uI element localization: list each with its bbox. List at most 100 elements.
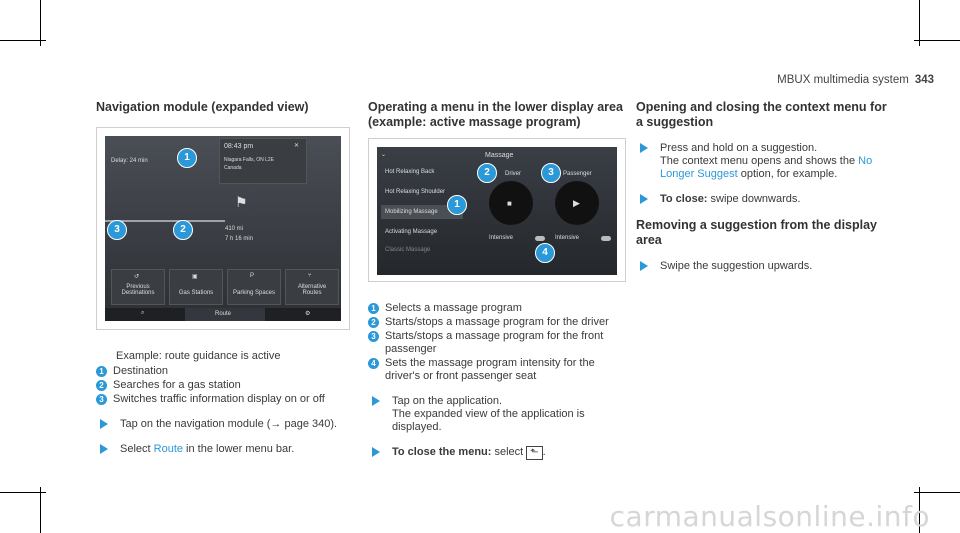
callout-1: 1 [177, 148, 197, 168]
back-icon[interactable]: ⬑ [526, 446, 543, 460]
instruction-step: To close: swipe downwards. [636, 193, 896, 206]
section-heading: Removing a suggestion from the display a… [636, 218, 878, 247]
crop-mark [0, 492, 46, 493]
section-heading: Operating a menu in the lower display ar… [368, 100, 623, 129]
program-item[interactable]: Classic Massage [385, 247, 431, 253]
bottom-menu-bar: ⌕ Route ⚙ [105, 308, 341, 321]
alternative-routes-button[interactable]: ⑂ Alternative Routes [285, 269, 339, 305]
legend-number: 3 [368, 331, 379, 342]
legend-number: 4 [368, 358, 379, 369]
settings-icon[interactable]: ⚙ [305, 311, 311, 317]
program-item[interactable]: Hot Relaxing Shoulder [385, 189, 446, 195]
massage-title: Massage [485, 152, 514, 159]
step-arrow-icon [640, 143, 648, 153]
section-heading: Navigation module (expanded view) [96, 100, 309, 114]
destination-line1: Niagara Falls, ON L2E [224, 157, 275, 163]
step-arrow-icon [100, 444, 108, 454]
fuel-icon: ▣ [192, 274, 198, 280]
step-text: in the lower menu bar. [183, 443, 295, 455]
step-text: swipe downwards. [707, 193, 801, 205]
driver-label: Driver [505, 171, 521, 177]
massage-screen: Massage ⌄ Hot Relaxing Back Hot Relaxing… [377, 147, 617, 275]
legend-item: 3 Switches traffic information display on… [96, 393, 351, 406]
flag-icon: ⚑ [235, 194, 248, 210]
step-text: Press and hold on a suggestion. [660, 142, 818, 154]
previous-destinations-button[interactable]: ↺ Previous Destinations [111, 269, 165, 305]
program-item-selected[interactable] [381, 205, 463, 219]
route-tab[interactable] [185, 308, 265, 321]
route-icon: ⑂ [308, 273, 312, 279]
route-line [105, 220, 225, 222]
legend-item: 4 Sets the massage program intensity for … [368, 357, 630, 383]
manual-title: MBUX multimedia system [777, 74, 909, 86]
legend-number: 1 [368, 303, 379, 314]
figure-caption: Example: route guidance is active [116, 350, 281, 362]
step-text: Swipe the suggestion upwards. [660, 260, 813, 272]
instruction-step: Select Route in the lower menu bar. [96, 443, 351, 456]
close-icon[interactable]: ✕ [294, 143, 300, 149]
crop-mark [919, 0, 920, 46]
crop-mark [914, 40, 960, 41]
callout-3: 3 [107, 220, 127, 240]
callout-4: 4 [535, 243, 555, 263]
step-text: Select [120, 443, 154, 455]
destination-card: 08:43 pm ✕ Niagara Falls, ON L2E Canada [219, 138, 307, 184]
program-item[interactable]: Activating Massage [385, 229, 438, 235]
crop-mark [40, 487, 41, 533]
step-arrow-icon [372, 447, 380, 457]
parking-icon: P [250, 273, 255, 279]
intensity-toggle-passenger[interactable] [601, 236, 611, 241]
callout-1: 1 [447, 195, 467, 215]
legend-number: 2 [368, 317, 379, 328]
driver-play-button[interactable] [489, 181, 533, 225]
navigation-screen: Delay: 24 min 08:43 pm ✕ Niagara Falls, … [105, 136, 341, 321]
legend-number: 1 [96, 366, 107, 377]
legend-number: 2 [96, 380, 107, 391]
gas-stations-button[interactable]: ▣ Gas Stations [169, 269, 223, 305]
chevron-down-icon[interactable]: ⌄ [381, 152, 387, 158]
program-item[interactable]: Mobilizing Massage [385, 209, 438, 215]
legend-text: Switches traffic information display on … [113, 393, 325, 405]
passenger-play-button[interactable] [555, 181, 599, 225]
button-label: Previous Destinations [121, 284, 155, 296]
step-label: To close the menu: [392, 446, 492, 458]
column-suggestions: Opening and closing the context menu for… [636, 100, 896, 273]
crop-mark [0, 40, 46, 41]
eta-time: 08:43 pm [224, 143, 254, 150]
legend-text: Starts/stops a massage program for the d… [385, 316, 609, 328]
legend-item: 2 Starts/stops a massage program for the … [368, 316, 630, 329]
step-arrow-icon [640, 194, 648, 204]
search-icon[interactable]: ⌕ [141, 310, 145, 316]
route-tab-label: Route [215, 311, 232, 317]
instruction-step: To close the menu: select ⬑. [368, 446, 630, 460]
navigation-screenshot: Delay: 24 min 08:43 pm ✕ Niagara Falls, … [96, 127, 350, 330]
step-text: select [491, 446, 524, 458]
watermark: carmanualsonline.info [609, 500, 930, 533]
parking-spaces-button[interactable]: P Parking Spaces [227, 269, 281, 305]
program-item[interactable]: Hot Relaxing Back [385, 169, 435, 175]
callout-2: 2 [173, 220, 193, 240]
play-icon: ▶ [573, 198, 580, 208]
legend-text: Sets the massage program intensity for t… [385, 357, 595, 382]
step-arrow-icon [640, 261, 648, 271]
crop-mark [914, 492, 960, 493]
column-navigation: Navigation module (expanded view) Delay:… [96, 100, 351, 456]
route-link[interactable]: Route [153, 443, 183, 455]
column-massage: Operating a menu in the lower display ar… [368, 100, 630, 460]
button-label: Alternative Routes [297, 284, 327, 296]
step-arrow-icon [100, 419, 108, 429]
duration-label: 7 h 16 min [225, 236, 254, 242]
intensity-toggle-driver[interactable] [535, 236, 545, 241]
no-longer-suggest-link[interactable]: No Longer Suggest [660, 155, 873, 180]
history-icon: ↺ [134, 274, 140, 280]
button-label: Parking Spaces [232, 290, 276, 296]
step-result-text: The expanded view of the application is … [392, 408, 585, 433]
instruction-step: Tap on the navigation module (→ page 340… [96, 418, 351, 431]
legend-text: Starts/stops a massage program for the f… [385, 330, 604, 355]
crop-mark [919, 487, 920, 533]
legend-number: 3 [96, 394, 107, 405]
